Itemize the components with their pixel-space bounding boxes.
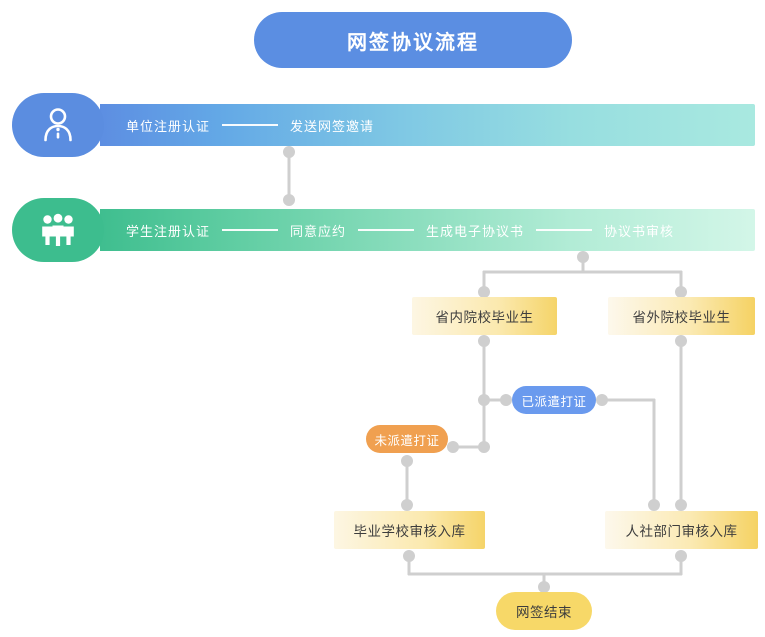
step-connector-dash [358, 229, 415, 231]
node-dispatched: 已派遣打证 [512, 386, 596, 414]
edge-dot [283, 146, 295, 158]
lane-student-step-2: 生成电子协议书 [426, 223, 525, 239]
edge-dot [675, 286, 687, 298]
lane-student-bar [100, 209, 755, 251]
edge-dot [478, 441, 490, 453]
step-connector-dash [536, 229, 593, 231]
edge-dot [538, 581, 550, 593]
node-end: 网签结束 [496, 592, 592, 630]
edge-dot [478, 394, 490, 406]
edge-dot [675, 499, 687, 511]
lane-employer: 单位注册认证 发送网签邀请 [12, 93, 755, 157]
edge-dot [283, 194, 295, 206]
edge-dot [401, 455, 413, 467]
group-people-icon [42, 213, 74, 246]
lane-student-steps: 学生注册认证 同意应约 生成电子协议书 协议书审核 [114, 209, 686, 251]
node-dispatched-label: 已派遣打证 [521, 394, 587, 409]
edge-dot [596, 394, 608, 406]
lane-student: 学生注册认证 同意应约 生成电子协议书 协议书审核 [12, 198, 755, 262]
node-not-dispatched: 未派遣打证 [366, 425, 448, 453]
lane-employer-icon-block [12, 93, 104, 157]
lane-student-step-0: 学生注册认证 [126, 223, 211, 239]
node-in-province-graduate: 省内院校毕业生 [412, 297, 557, 335]
node-in-province-graduate-label: 省内院校毕业生 [435, 310, 534, 325]
lane-employer-steps: 单位注册认证 发送网签邀请 [114, 104, 386, 146]
node-end-label: 网签结束 [516, 605, 572, 620]
edge-dot [403, 550, 415, 562]
edge-dot [401, 499, 413, 511]
step-connector-dash [222, 124, 279, 126]
page-title-text: 网签协议流程 [347, 31, 479, 54]
edge-dot [648, 499, 660, 511]
node-out-province-graduate: 省外院校毕业生 [608, 297, 755, 335]
edge-dot [675, 550, 687, 562]
edge-dot [478, 286, 490, 298]
page-title: 网签协议流程 [254, 12, 572, 68]
edge-dot [675, 335, 687, 347]
node-rs-audit: 人社部门审核入库 [605, 511, 758, 549]
edge-dot [478, 335, 490, 347]
node-out-province-graduate-label: 省外院校毕业生 [632, 310, 731, 325]
node-not-dispatched-label: 未派遣打证 [374, 433, 440, 448]
node-rs-audit-label: 人社部门审核入库 [625, 524, 738, 539]
lane-employer-step-0: 单位注册认证 [126, 118, 211, 134]
lane-student-step-3: 协议书审核 [604, 223, 675, 239]
edge-dot [500, 394, 512, 406]
lane-student-step-1: 同意应约 [290, 223, 347, 239]
lane-employer-step-1: 发送网签邀请 [290, 118, 375, 134]
single-person-icon [44, 108, 72, 142]
node-school-audit-label: 毕业学校审核入库 [353, 524, 466, 539]
edge-dot [577, 251, 589, 263]
lane-employer-bar [100, 104, 755, 146]
edge-dot [447, 441, 459, 453]
lane-student-icon-block [12, 198, 104, 262]
step-connector-dash [222, 229, 279, 231]
node-school-audit: 毕业学校审核入库 [334, 511, 485, 549]
